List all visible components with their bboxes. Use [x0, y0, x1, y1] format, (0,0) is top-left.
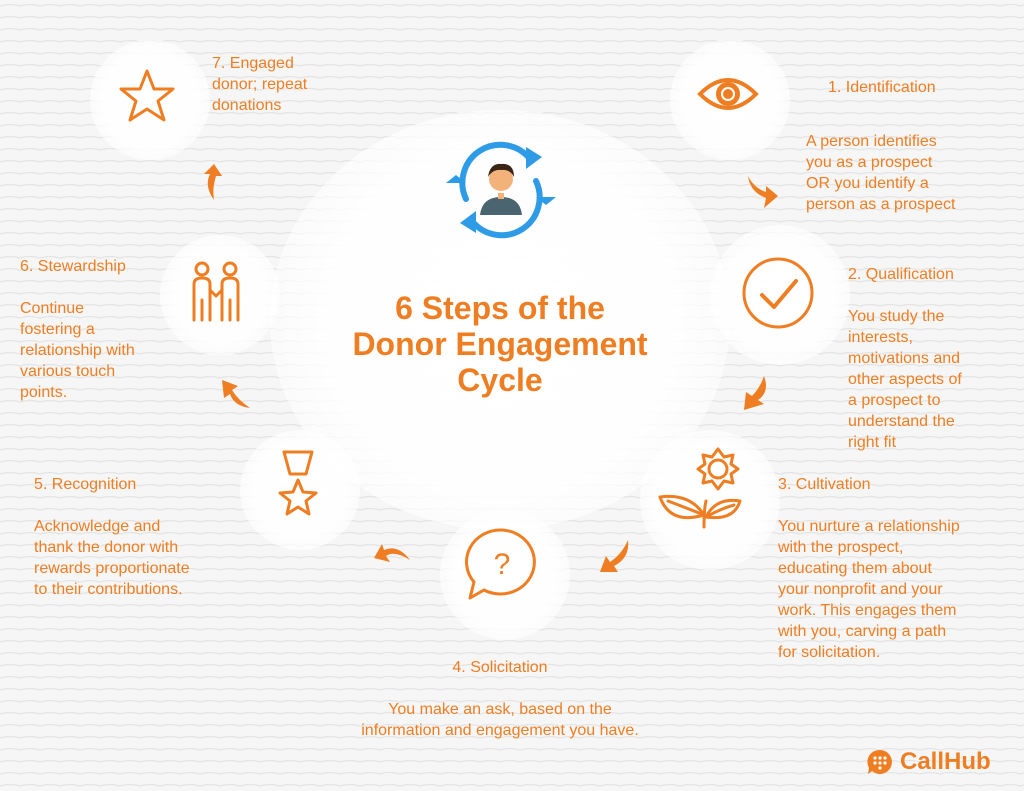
- step-6-label: 6. Stewardship: [20, 258, 126, 275]
- step-1-text: 1. Identification A person identifies yo…: [806, 56, 955, 236]
- glow-step-2: [710, 225, 850, 365]
- step-7-text: 7. Engaged donor; repeat donations: [212, 32, 307, 137]
- step-5-text: 5. Recognition Acknowledge and thank the…: [34, 453, 190, 621]
- handshake-icon: [192, 261, 240, 322]
- step-4-text: 4. Solicitation You make an ask, based o…: [320, 636, 680, 762]
- star-icon: [119, 69, 175, 122]
- callhub-logo: CallHub: [866, 748, 991, 776]
- question-bubble-icon: ?: [465, 528, 536, 600]
- step-2-label: 2. Qualification: [848, 266, 954, 283]
- arrow-6-to-7: [204, 164, 222, 200]
- step-7-label: 7. Engaged donor; repeat donations: [212, 55, 308, 114]
- step-5-label: 5. Recognition: [34, 476, 137, 493]
- step-3-description: You nurture a relationship with the pros…: [778, 518, 960, 661]
- arrow-3-to-4: [600, 540, 629, 572]
- checkmark-circle-icon: [742, 257, 814, 329]
- step-6-description: Continue fostering a relationship with v…: [20, 300, 135, 401]
- step-4-description: You make an ask, based on the informatio…: [361, 701, 639, 739]
- logo-text: CallHub: [900, 748, 991, 775]
- arrow-5-to-6: [222, 380, 250, 408]
- step-6-text: 6. Stewardship Continue fostering a rela…: [20, 235, 135, 424]
- arrow-4-to-5: [374, 544, 410, 562]
- medal-icon: [278, 450, 318, 516]
- svg-text:?: ?: [494, 548, 511, 581]
- sprouting-plant-icon: [658, 447, 742, 529]
- glow-step-7: [90, 40, 210, 160]
- step-2-description: You study the interests, motivations and…: [848, 308, 962, 451]
- glow-step-3: [640, 430, 780, 570]
- step-2-text: 2. Qualification You study the interests…: [848, 243, 962, 474]
- glow-step-6: [160, 235, 280, 355]
- person-refresh-icon: [446, 141, 556, 239]
- arrow-2-to-3: [744, 376, 766, 410]
- step-4-label: 4. Solicitation: [452, 659, 548, 676]
- step-5-description: Acknowledge and thank the donor with rew…: [34, 518, 190, 598]
- glow-step-5: [240, 430, 360, 550]
- arrow-1-to-2: [748, 176, 778, 208]
- step-3-text: 3. Cultivation You nurture a relationshi…: [778, 453, 960, 684]
- step-1-label: 1. Identification: [828, 79, 936, 96]
- step-3-label: 3. Cultivation: [778, 476, 871, 493]
- step-1-description: A person identifies you as a prospect OR…: [806, 133, 956, 213]
- chat-bubble-logo-icon: [867, 749, 892, 774]
- diagram-title: 6 Steps of the Donor Engagement Cycle: [352, 290, 648, 398]
- eye-icon: [697, 78, 759, 110]
